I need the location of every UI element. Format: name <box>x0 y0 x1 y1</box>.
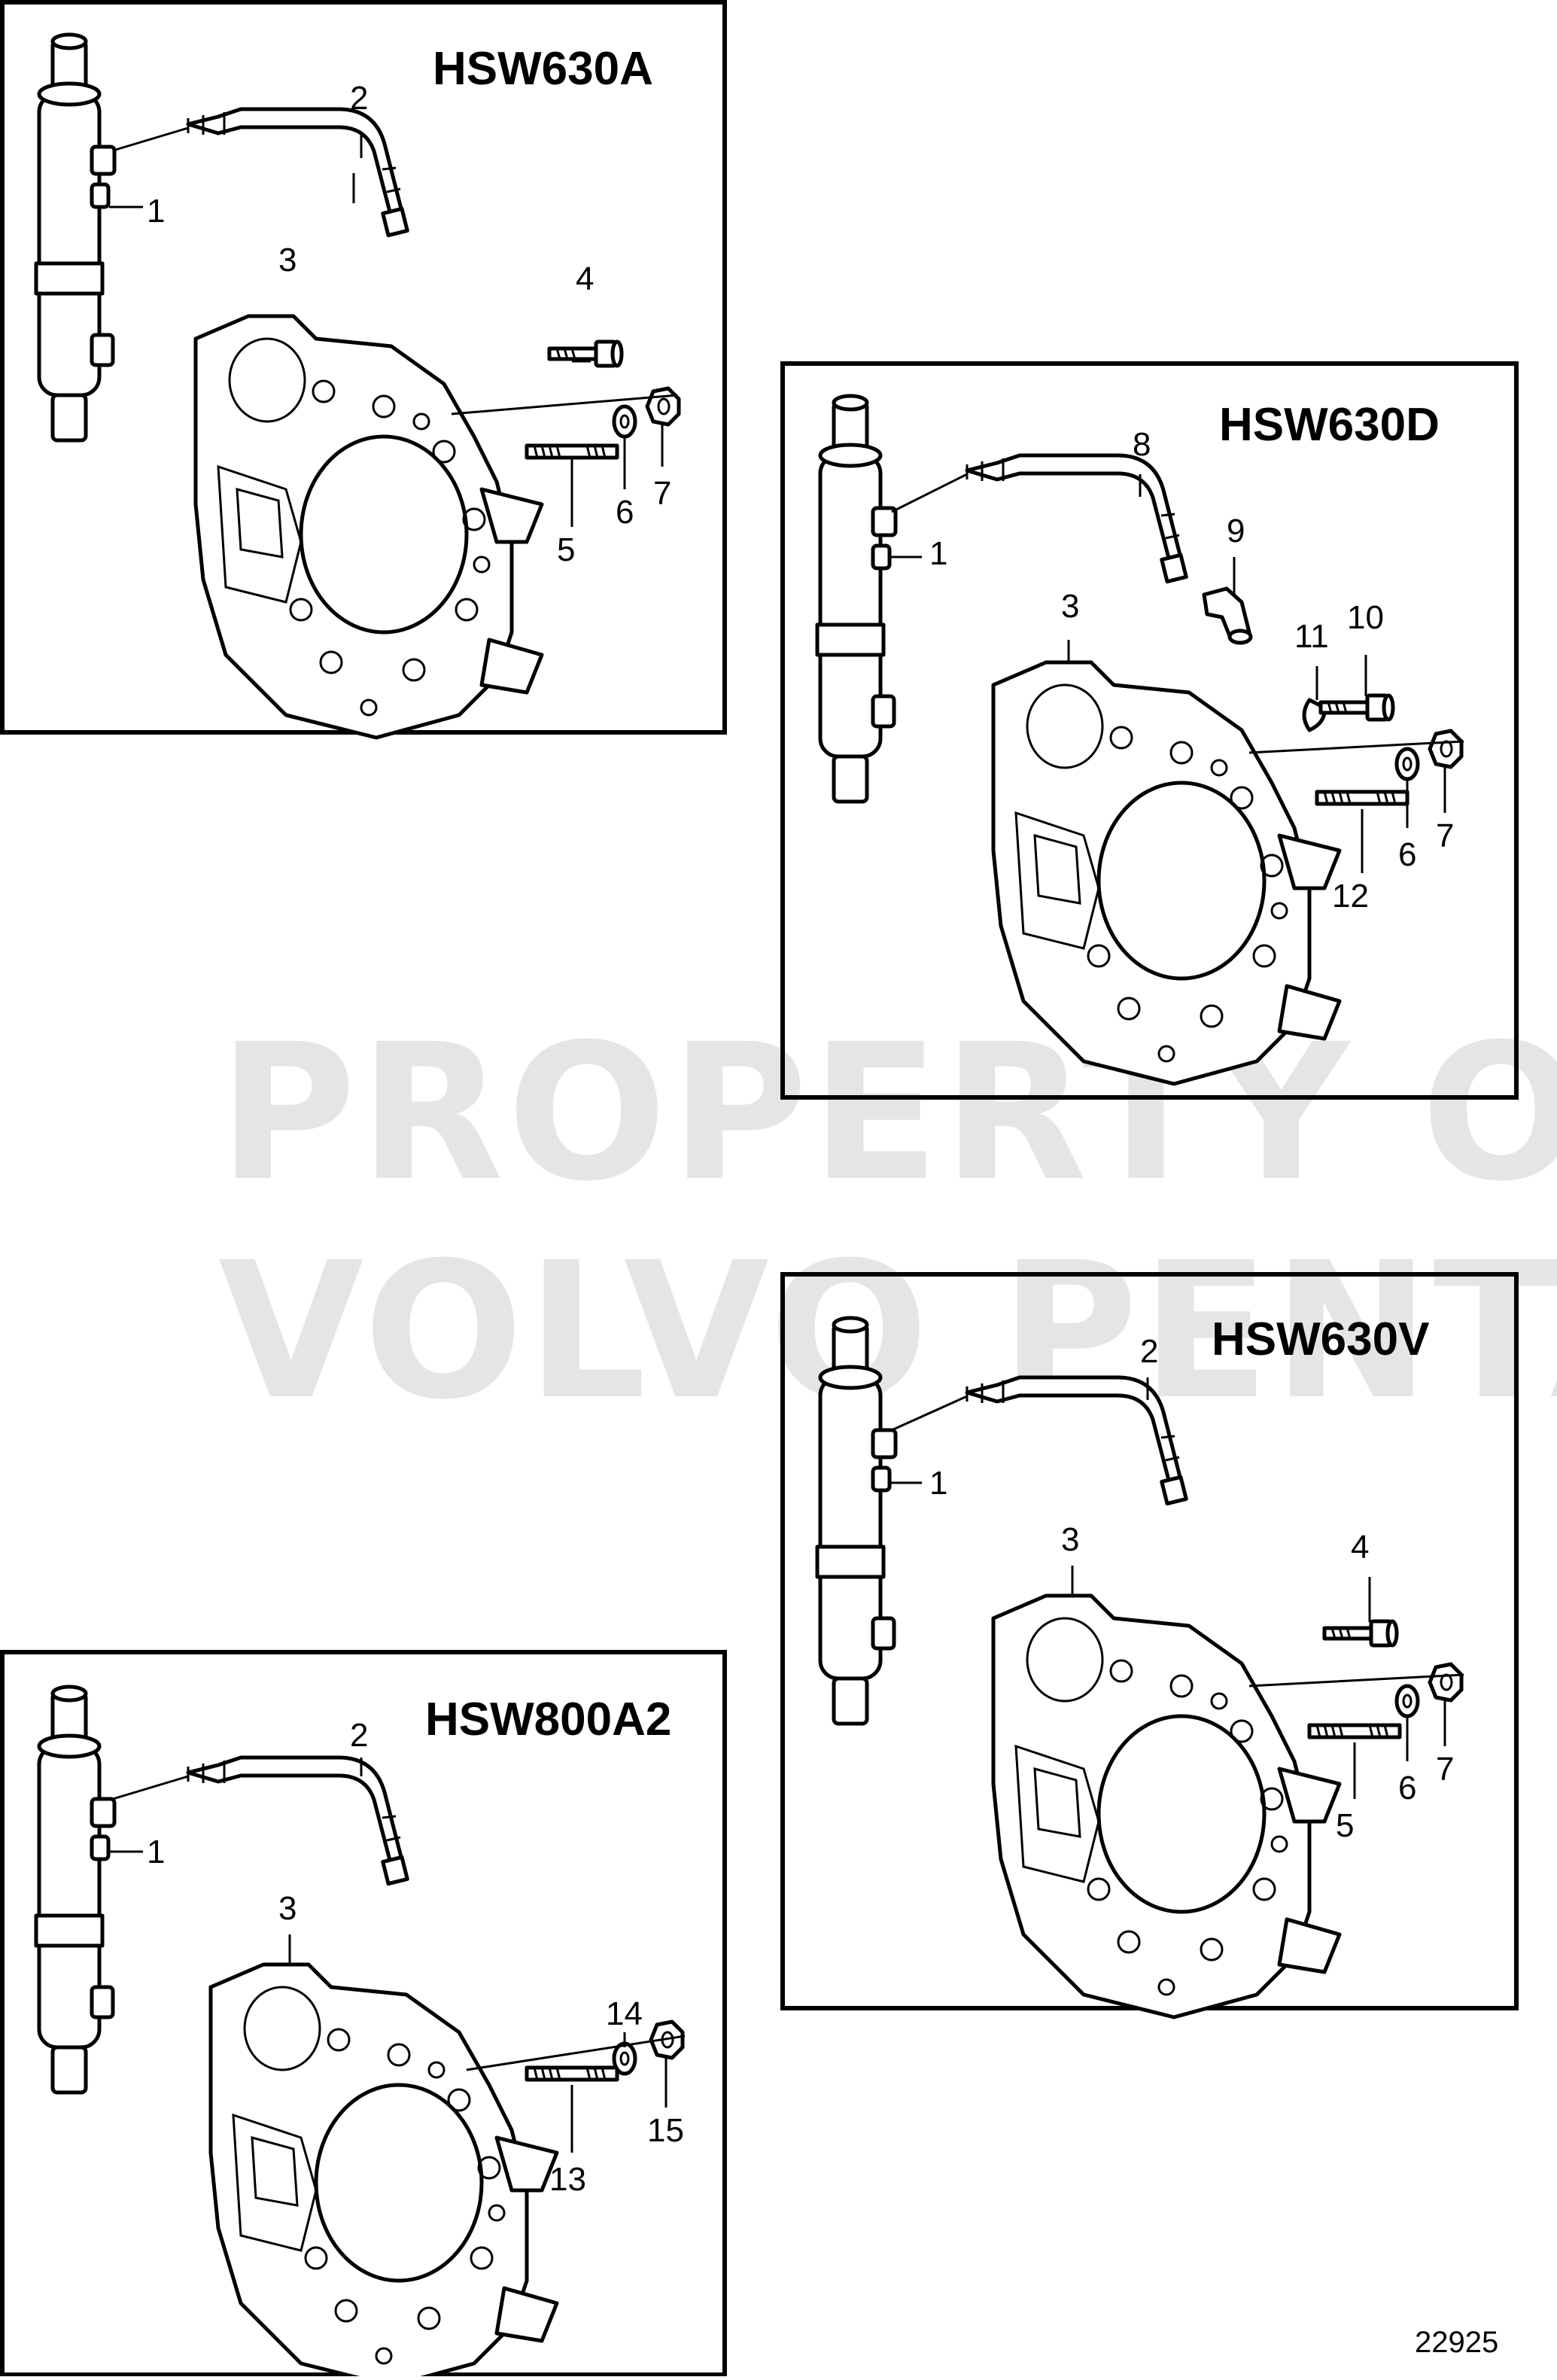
callout-2: 2 <box>350 80 368 117</box>
panel-title: HSW800A2 <box>425 1694 671 1745</box>
callout-4: 4 <box>1351 1529 1369 1566</box>
callout-2: 2 <box>350 1717 368 1754</box>
panel-hsw800a2: HSW800A2 1 2 3 14 13 15 <box>0 1650 727 2376</box>
callout-11: 11 <box>1294 618 1329 655</box>
watermark: PROPERTY OF VOLVO PENTA <box>218 1003 1557 1441</box>
nut <box>1430 1664 1461 1700</box>
watermark-line-1: PROPERTY OF <box>218 1003 1557 1222</box>
callout-7: 7 <box>1436 817 1454 854</box>
callout-10: 10 <box>1347 599 1384 636</box>
bolt <box>1324 1621 1397 1645</box>
callout-5: 5 <box>1336 1807 1354 1844</box>
panel-hsw630v: HSW630V 1 2 3 4 5 6 7 <box>780 1272 1519 2017</box>
callout-13: 13 <box>549 2161 586 2198</box>
cooling-hose <box>188 109 407 236</box>
callout-3: 3 <box>1061 1521 1079 1558</box>
callout-7: 7 <box>1436 1751 1454 1788</box>
cooling-hose <box>188 1758 407 1884</box>
callout-6: 6 <box>1398 1770 1416 1806</box>
callout-9: 9 <box>1227 513 1245 549</box>
callout-2: 2 <box>1140 1333 1158 1370</box>
callout-8: 8 <box>1133 426 1151 463</box>
callout-4: 4 <box>576 260 594 297</box>
stud <box>527 446 617 458</box>
panel-frame <box>780 361 1519 1100</box>
flywheel-housing <box>993 1596 1340 2017</box>
callout-5: 5 <box>557 531 575 568</box>
watermark-line-2: VOLVO PENTA <box>218 1222 1557 1441</box>
washer <box>614 2044 635 2074</box>
callout-12: 12 <box>1332 878 1369 915</box>
callout-14: 14 <box>606 1995 643 2032</box>
flywheel-housing <box>993 662 1340 1084</box>
callout-1: 1 <box>147 1834 165 1870</box>
cooling-hose <box>967 455 1186 582</box>
callout-1: 1 <box>929 535 947 572</box>
oil-cooler <box>36 1687 114 2092</box>
washer <box>1397 749 1418 779</box>
callout-1: 1 <box>147 193 165 230</box>
bolt <box>1321 695 1393 720</box>
panel-hsw630d: HSW630D 1 8 9 3 10 11 12 6 7 <box>780 361 1519 1100</box>
callout-1: 1 <box>929 1465 947 1502</box>
callout-6: 6 <box>1398 836 1416 873</box>
flywheel-housing <box>196 316 542 738</box>
callout-7: 7 <box>653 475 671 512</box>
oil-cooler <box>817 396 896 802</box>
flywheel-housing <box>211 1965 557 2376</box>
panel-title: HSW630A <box>433 43 653 95</box>
stud <box>1309 1725 1400 1737</box>
elbow-fitting <box>1204 589 1251 643</box>
oil-cooler <box>36 35 114 440</box>
callout-6: 6 <box>616 494 634 531</box>
figure-number: 22925 <box>1415 2326 1498 2359</box>
callout-3: 3 <box>1061 588 1079 625</box>
stud <box>1317 792 1407 804</box>
stud <box>527 2068 617 2080</box>
callout-3: 3 <box>278 1890 296 1927</box>
washer <box>614 406 635 437</box>
washer <box>1397 1686 1418 1716</box>
nut <box>647 388 679 425</box>
callout-3: 3 <box>278 242 296 278</box>
nut <box>1430 731 1461 767</box>
panel-title: HSW630V <box>1212 1313 1429 1365</box>
panel-title: HSW630D <box>1219 399 1440 451</box>
callout-15: 15 <box>647 2112 684 2149</box>
panel-hsw630a: HSW630A 1 2 3 4 5 6 7 <box>0 0 727 738</box>
